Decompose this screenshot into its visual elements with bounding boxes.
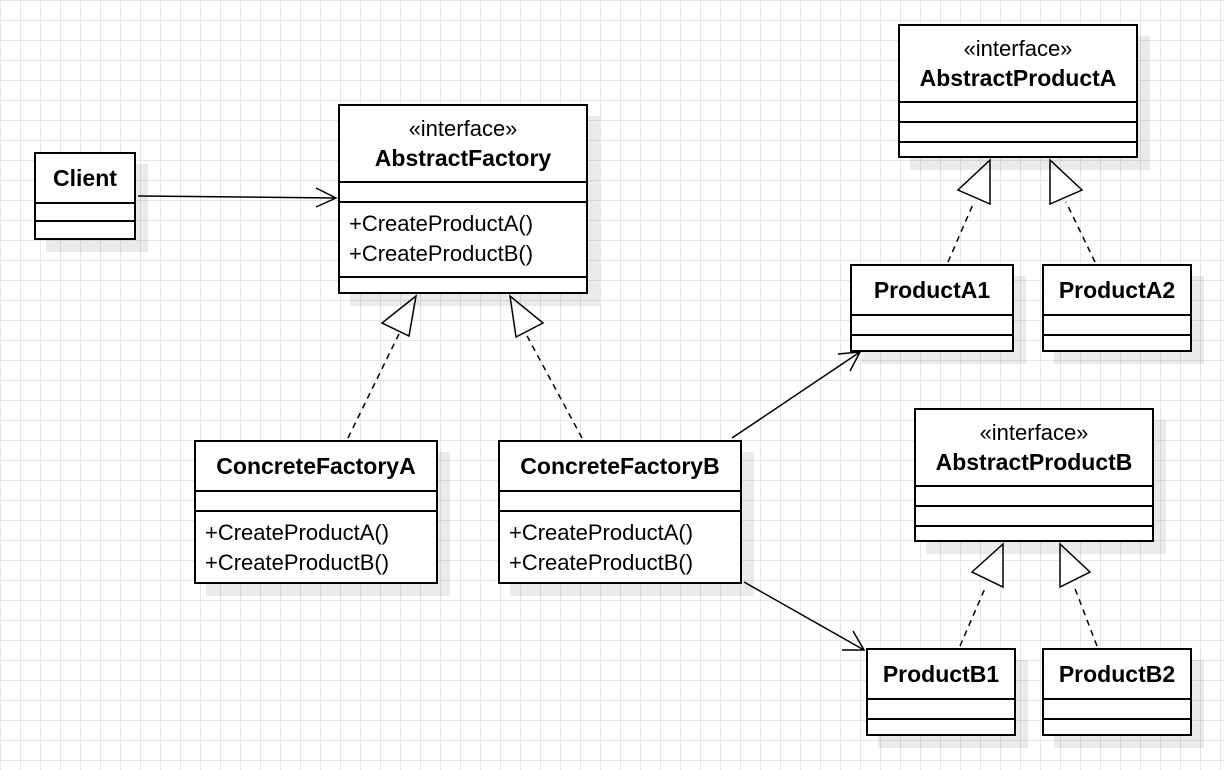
operations-compartment: [868, 720, 1014, 734]
attributes-compartment: [900, 103, 1136, 123]
class-header: «interface» AbstractProductB: [916, 410, 1152, 487]
operations-compartment: +CreateProductA() +CreateProductB(): [196, 512, 436, 582]
attributes-compartment: [500, 492, 740, 512]
edge-producta1-realizes-abstractproducta: [947, 158, 991, 263]
operation: +CreateProductA(): [205, 520, 390, 545]
class-product-a2[interactable]: ProductA2: [1042, 264, 1192, 352]
attributes-compartment: [196, 492, 436, 512]
class-name: ProductA2: [1058, 277, 1176, 303]
edge-concretefactoryb-to-producta1: [731, 351, 862, 439]
operation: +CreateProductB(): [349, 241, 534, 266]
class-header: ConcreteFactoryA: [196, 442, 436, 492]
operations-compartment: +CreateProductA() +CreateProductB(): [500, 512, 740, 582]
edge-concretefactoryb-to-productb1: [743, 581, 866, 651]
class-name: AbstractProductA: [919, 64, 1117, 91]
stereotype-label: «interface»: [963, 35, 1073, 61]
extra-compartment: [916, 527, 1152, 540]
stereotype-label: «interface»: [408, 115, 518, 141]
class-header: ConcreteFactoryB: [500, 442, 740, 492]
class-abstract-product-b[interactable]: «interface» AbstractProductB: [914, 408, 1154, 542]
operations-compartment: [36, 222, 134, 238]
operations-compartment: [852, 336, 1012, 350]
class-name: ProductA1: [873, 277, 991, 303]
class-header: Client: [36, 154, 134, 204]
class-client[interactable]: Client: [34, 152, 136, 240]
class-name: AbstractProductB: [935, 448, 1133, 475]
attributes-compartment: [852, 316, 1012, 336]
operations-compartment: [1044, 336, 1190, 350]
class-header: ProductB2: [1044, 650, 1190, 700]
class-product-b2[interactable]: ProductB2: [1042, 648, 1192, 736]
attributes-compartment: [1044, 700, 1190, 720]
class-name: ProductB1: [882, 661, 1000, 687]
extra-compartment: [900, 143, 1136, 156]
edge-producta2-realizes-abstractproducta: [1049, 158, 1096, 263]
operation: +CreateProductA(): [509, 520, 694, 545]
class-name: Client: [53, 165, 117, 191]
class-name: ConcreteFactoryB: [520, 453, 720, 479]
class-abstract-factory[interactable]: «interface» AbstractFactory +CreateProdu…: [338, 104, 588, 294]
class-header: ProductA2: [1044, 266, 1190, 316]
attributes-compartment: [1044, 316, 1190, 336]
edge-productb1-realizes-abstractproductb: [959, 542, 1004, 647]
class-name: AbstractFactory: [374, 144, 552, 171]
operation: +CreateProductA(): [349, 211, 534, 236]
attributes-compartment: [340, 183, 586, 203]
class-product-b1[interactable]: ProductB1: [866, 648, 1016, 736]
edge-productb2-realizes-abstractproductb: [1059, 542, 1098, 647]
class-name: ProductB2: [1058, 661, 1176, 687]
class-concrete-factory-a[interactable]: ConcreteFactoryA +CreateProductA() +Crea…: [194, 440, 438, 584]
operations-compartment: [916, 507, 1152, 527]
class-concrete-factory-b[interactable]: ConcreteFactoryB +CreateProductA() +Crea…: [498, 440, 742, 584]
operations-compartment: +CreateProductA() +CreateProductB(): [340, 203, 586, 278]
attributes-compartment: [916, 487, 1152, 507]
class-header: «interface» AbstractProductA: [900, 26, 1136, 103]
attributes-compartment: [36, 204, 134, 222]
operations-compartment: [900, 123, 1136, 143]
edge-client-to-abstractfactory: [137, 187, 338, 208]
attributes-compartment: [868, 700, 1014, 720]
class-header: ProductA1: [852, 266, 1012, 316]
operation: +CreateProductB(): [205, 550, 390, 575]
operation: +CreateProductB(): [509, 550, 694, 575]
class-name: ConcreteFactoryA: [216, 453, 416, 479]
class-header: ProductB1: [868, 650, 1014, 700]
class-header: «interface» AbstractFactory: [340, 106, 586, 183]
extra-compartment: [340, 278, 586, 292]
operations-compartment: [1044, 720, 1190, 734]
stereotype-label: «interface»: [979, 419, 1089, 445]
edge-concretefactoryb-realizes-abstractfactory: [508, 294, 583, 439]
edge-concretefactorya-realizes-abstractfactory: [347, 294, 418, 439]
class-product-a1[interactable]: ProductA1: [850, 264, 1014, 352]
class-abstract-product-a[interactable]: «interface» AbstractProductA: [898, 24, 1138, 158]
